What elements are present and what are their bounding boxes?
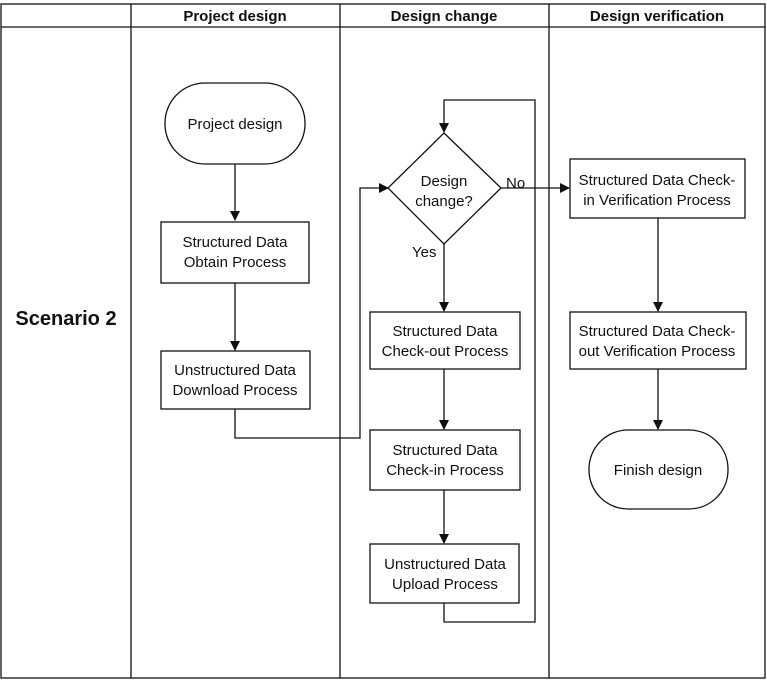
- node-unstructured-upload-line-2: Upload Process: [392, 576, 498, 593]
- node-structured-checkout: Structured Data Check-out Process: [369, 311, 521, 370]
- node-structured-checkout-line-1: Structured Data: [392, 323, 498, 340]
- node-checkin-verification-line-1: Structured Data Check-: [579, 172, 736, 189]
- node-finish-design: Finish design: [588, 429, 729, 510]
- node-structured-obtain-line-2: Obtain Process: [184, 254, 287, 271]
- node-structured-checkin-line-2: Check-in Process: [386, 462, 504, 479]
- edges: [230, 99, 663, 623]
- node-decision-line-2: change?: [415, 193, 473, 210]
- node-project-design: Project design: [164, 82, 306, 165]
- node-structured-checkin-line-1: Structured Data: [392, 442, 498, 459]
- edge-label-yes: Yes: [412, 244, 436, 261]
- node-checkout-verification: Structured Data Check- out Verification …: [569, 311, 747, 370]
- node-unstructured-download-line-1: Unstructured Data: [174, 362, 296, 379]
- node-unstructured-upload: Unstructured Data Upload Process: [369, 543, 520, 604]
- node-checkin-verification-line-2: in Verification Process: [583, 192, 731, 209]
- node-decision-line-1: Design: [421, 173, 468, 190]
- scenario-label: Scenario 2: [15, 308, 116, 330]
- node-unstructured-download: Unstructured Data Download Process: [160, 350, 311, 410]
- node-checkout-verification-line-1: Structured Data Check-: [579, 323, 736, 340]
- lane-grid: [0, 3, 766, 679]
- diagram-border: [0, 3, 766, 679]
- node-checkin-verification: Structured Data Check- in Verification P…: [569, 158, 746, 219]
- lane-header-project-design: Project design: [183, 8, 286, 25]
- node-checkout-verification-line-2: out Verification Process: [579, 343, 736, 360]
- lane-header-design-verification: Design verification: [590, 8, 724, 25]
- edge-label-no: No: [506, 175, 525, 192]
- edge-upload-loop-to-decision: [439, 99, 536, 623]
- node-unstructured-download-line-2: Download Process: [172, 382, 297, 399]
- node-design-change-decision: Design change?: [387, 132, 502, 245]
- node-structured-obtain-line-1: Structured Data: [182, 234, 288, 251]
- node-finish-design-label: Finish design: [614, 462, 702, 479]
- edge-download-to-decision: [234, 183, 389, 439]
- node-structured-checkin: Structured Data Check-in Process: [369, 429, 521, 491]
- node-unstructured-upload-line-1: Unstructured Data: [384, 556, 506, 573]
- node-structured-obtain: Structured Data Obtain Process: [160, 221, 310, 284]
- node-project-design-label: Project design: [187, 116, 282, 133]
- lane-header-design-change: Design change: [391, 8, 498, 25]
- node-structured-checkout-line-2: Check-out Process: [382, 343, 509, 360]
